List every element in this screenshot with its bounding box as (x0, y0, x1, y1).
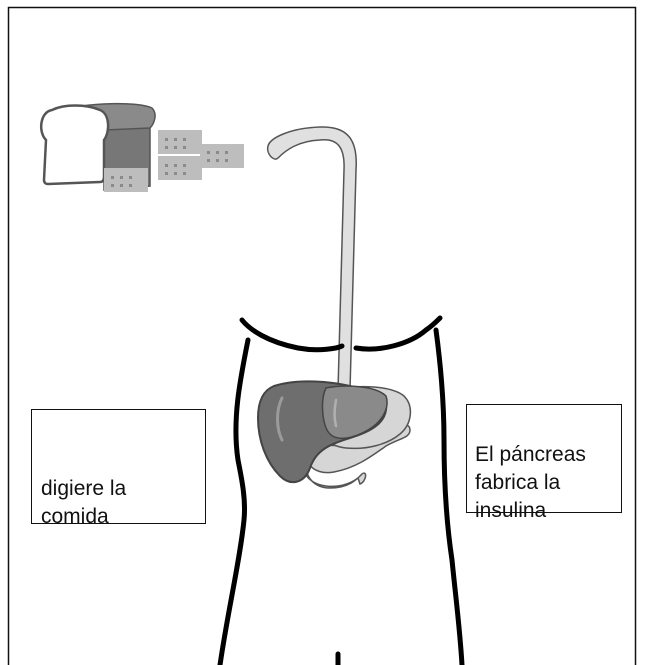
pancreas-label-box: El páncreas fabrica la insulina (466, 404, 622, 522)
digestive-organs-icon (256, 380, 412, 489)
diagram-border (7, 6, 637, 665)
esophagus-icon (266, 126, 357, 391)
human-torso-outline (217, 315, 465, 665)
food-particles-icon (104, 130, 244, 192)
digestion-label-text: digiere la comida (41, 477, 127, 528)
digestion-label-box: digiere la comida (31, 409, 206, 528)
pancreas-label-text: El páncreas fabrica la insulina (475, 443, 586, 522)
